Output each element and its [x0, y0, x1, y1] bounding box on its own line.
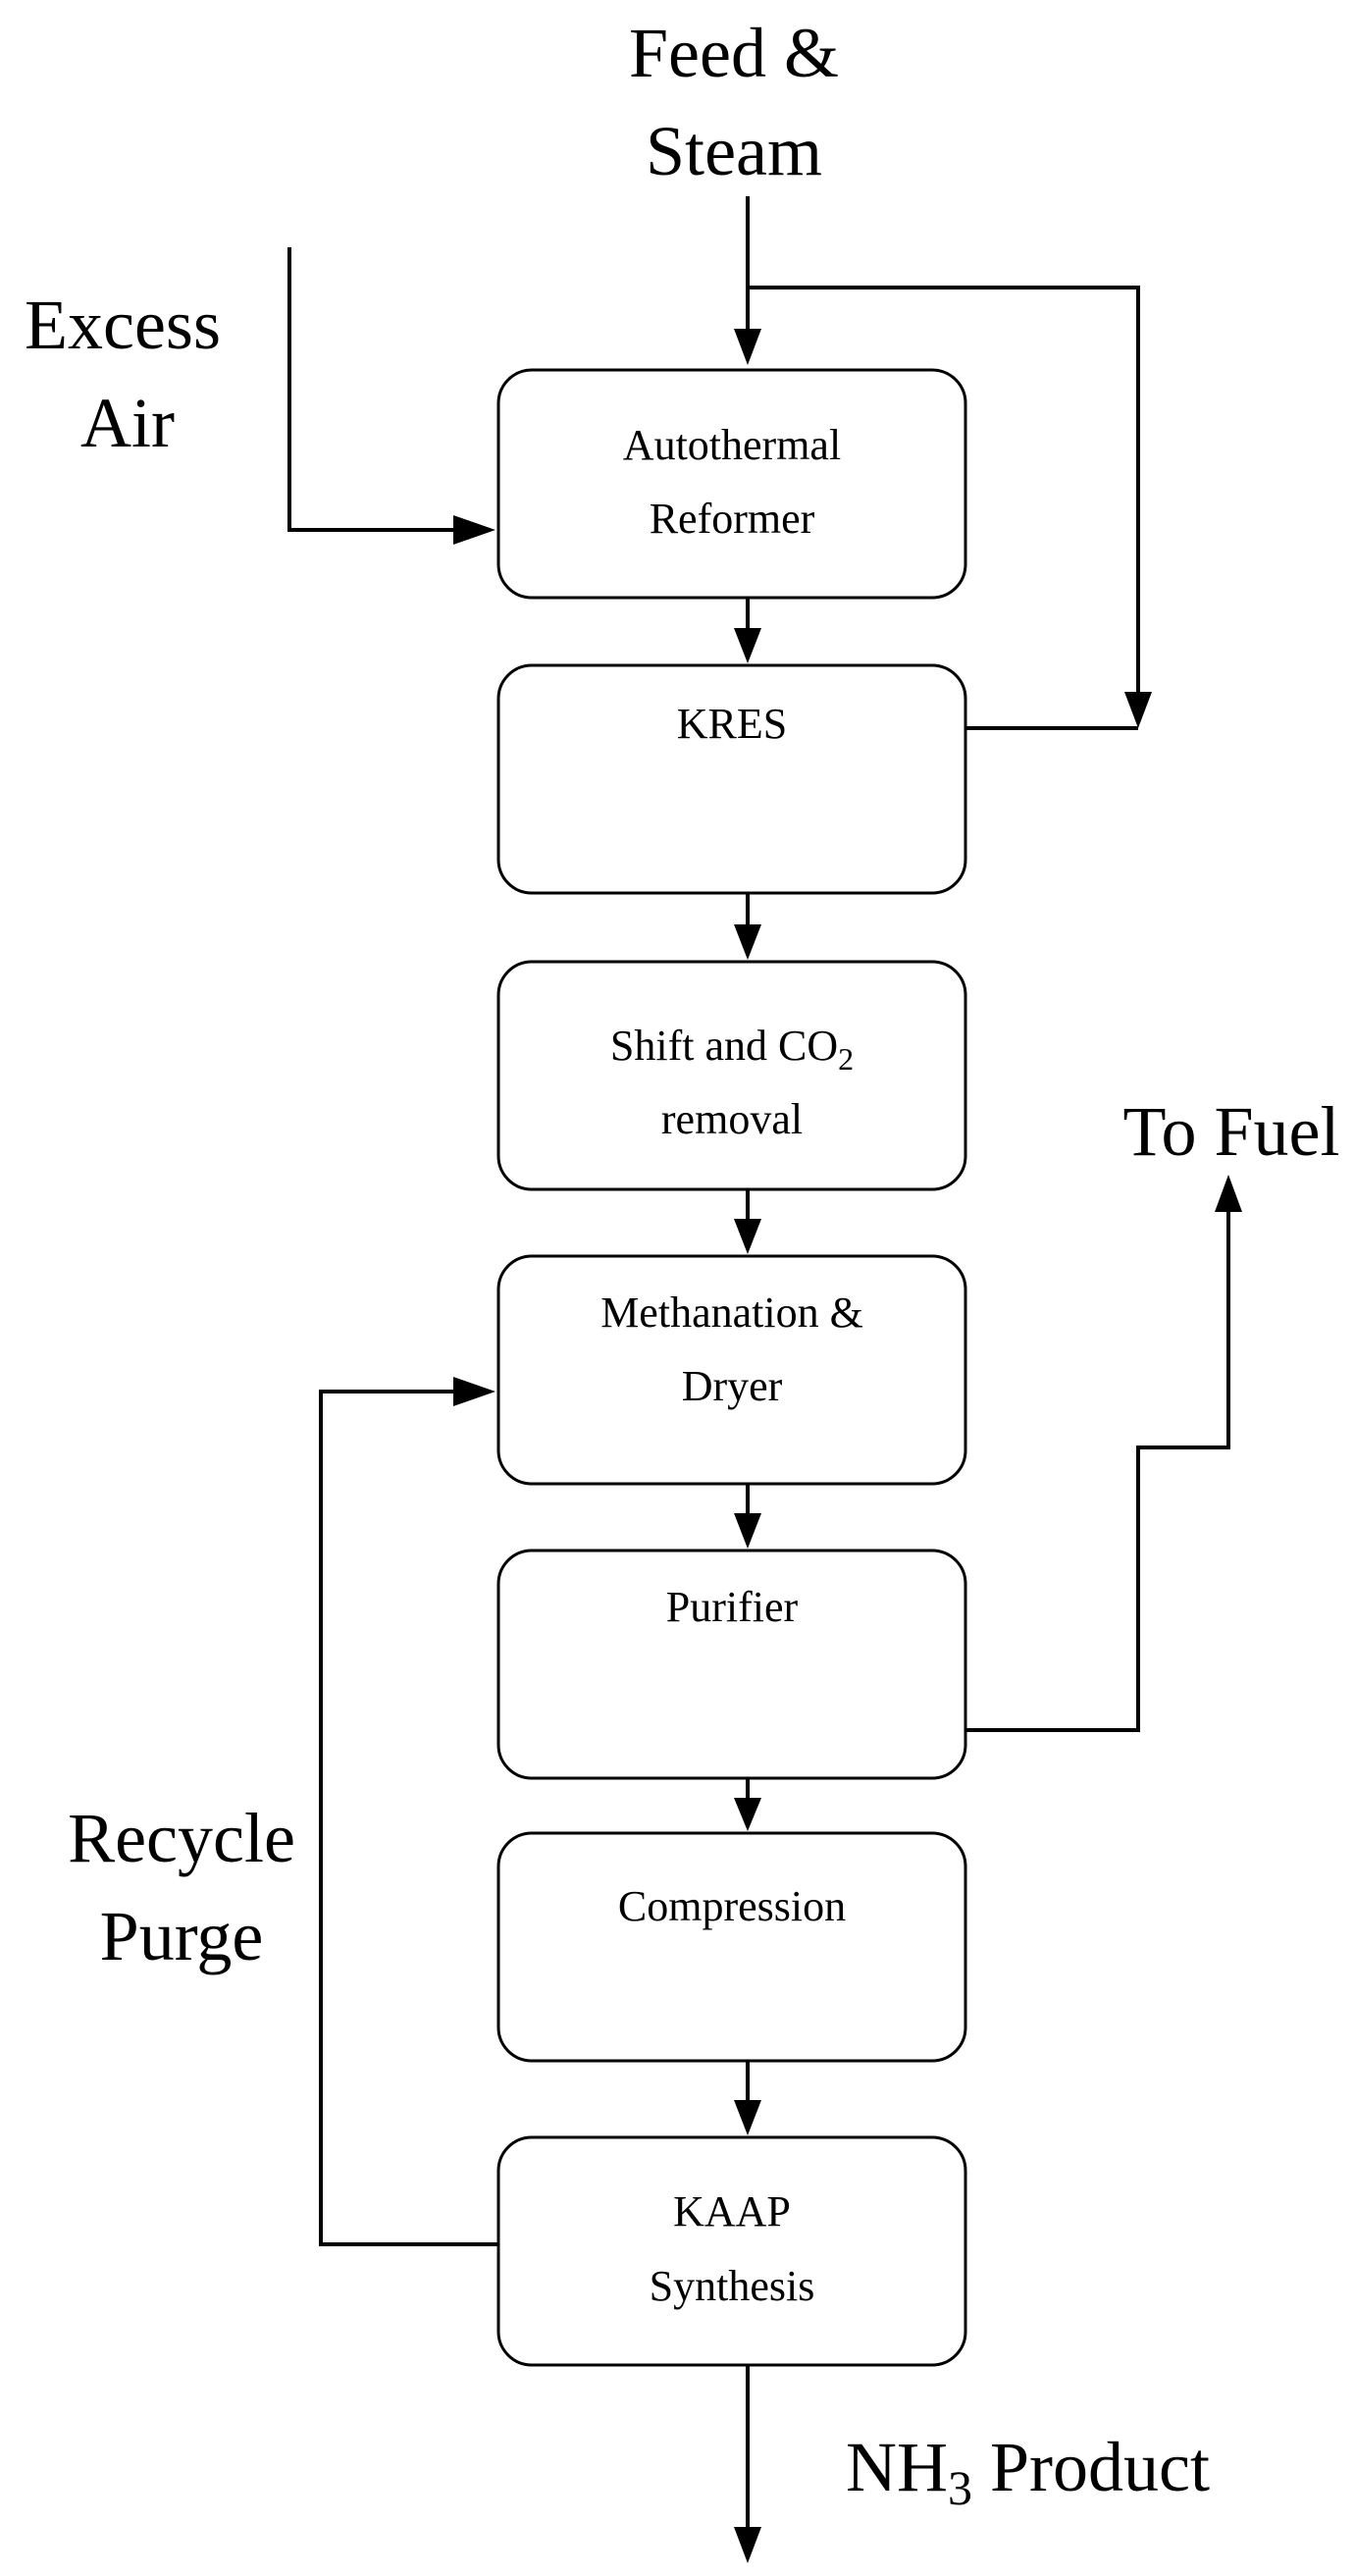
box-kaap-line1: KAAP: [673, 2187, 791, 2235]
product-arrow: [734, 2365, 761, 2563]
arrow-methanation-to-purifier: [734, 1484, 761, 1549]
box-compression-line1: Compression: [618, 1882, 846, 1930]
to-fuel-label: To Fuel: [1123, 1092, 1340, 1171]
recycle-purge-arrow: [319, 1377, 498, 2246]
box-kres: KRES: [496, 663, 967, 895]
box-shift-line1-text: Shift and CO: [610, 1022, 838, 1070]
arrow-shift-to-methanation: [734, 1189, 761, 1254]
box-shift-co2-removal: Shift and CO2 removal: [496, 960, 967, 1191]
feed-label-line2: Steam: [646, 112, 822, 190]
air-arrow: [287, 247, 495, 545]
arrow-compression-to-kaap: [734, 2061, 761, 2135]
box-shift-line1: Shift and CO2: [610, 1022, 854, 1077]
feed-bypass-arrow: [748, 286, 1152, 730]
product-label-rest: Product: [972, 2428, 1210, 2506]
box-shift-line2: removal: [661, 1095, 803, 1143]
box-compression: Compression: [496, 1831, 967, 2063]
feed-label-line1: Feed &: [629, 14, 839, 92]
air-label-line1: Excess: [25, 286, 221, 364]
box-methanation-line2: Dryer: [682, 1362, 783, 1410]
air-label-line2: Air: [80, 384, 175, 462]
box-autothermal-reformer: Autothermal Reformer: [496, 368, 967, 600]
arrow-kres-to-shift: [734, 893, 761, 960]
box-kres-line1: KRES: [677, 700, 787, 748]
product-label: NH3 Product: [846, 2428, 1210, 2515]
box-kaap-synthesis: KAAP Synthesis: [496, 2135, 967, 2367]
arrow-reformer-to-kres: [734, 598, 761, 663]
recycle-label-line1: Recycle: [68, 1799, 295, 1877]
box-autothermal-line1: Autothermal: [623, 421, 841, 469]
box-methanation-line1: Methanation &: [600, 1288, 863, 1337]
box-purifier: Purifier: [496, 1549, 967, 1780]
box-purifier-line1: Purifier: [666, 1583, 799, 1631]
recycle-label-line2: Purge: [100, 1897, 264, 1975]
to-fuel-arrow: [965, 1175, 1242, 1732]
product-label-main: NH: [846, 2428, 948, 2506]
box-shift-line1-subscript: 2: [838, 1041, 854, 1077]
arrow-purifier-to-compression: [734, 1778, 761, 1831]
box-methanation-dryer: Methanation & Dryer: [496, 1254, 967, 1486]
product-label-subscript: 3: [948, 2460, 972, 2515]
feed-arrow: [734, 196, 761, 365]
box-autothermal-line2: Reformer: [650, 495, 815, 543]
box-kaap-line2: Synthesis: [650, 2262, 815, 2310]
